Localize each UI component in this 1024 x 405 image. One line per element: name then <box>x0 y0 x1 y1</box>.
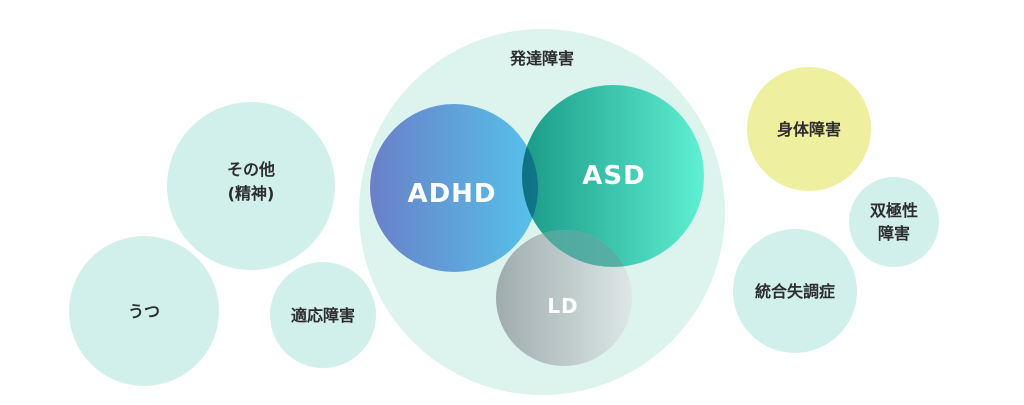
schizophrenia-circle <box>733 229 857 353</box>
depression-circle <box>69 236 219 386</box>
ld-label: LD <box>547 294 578 318</box>
other-mental-label-line2: (精神) <box>228 184 275 203</box>
bipolar-circle <box>849 177 939 267</box>
other-mental-circle <box>167 102 335 270</box>
physical-circle <box>747 67 871 191</box>
adjustment-circle <box>270 262 376 368</box>
physical-label: 身体障害 <box>777 120 841 139</box>
adjustment-label: 適応障害 <box>291 306 355 325</box>
bipolar-label-line1: 双極性 <box>870 201 918 220</box>
depression-label: うつ <box>128 302 160 321</box>
asd-label: ASD <box>582 161 645 191</box>
schizophrenia-label: 統合失調症 <box>755 282 835 301</box>
bipolar-label-line2: 障害 <box>878 224 910 243</box>
outer-group-label: 発達障害 <box>509 49 574 68</box>
adhd-label: ADHD <box>407 179 496 209</box>
asd-circle <box>522 85 704 267</box>
other-mental-label-line1: その他 <box>227 160 275 179</box>
adhd-circle <box>370 104 538 272</box>
